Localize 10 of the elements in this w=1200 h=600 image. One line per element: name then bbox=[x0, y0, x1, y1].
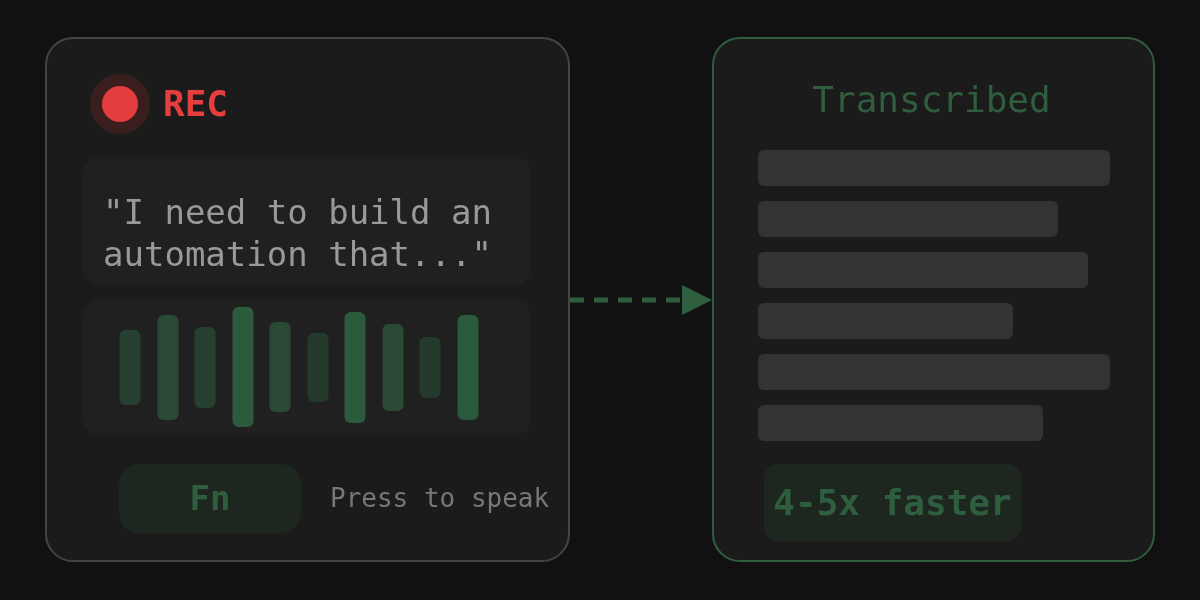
hint-text: Press to speak bbox=[330, 482, 550, 515]
panel-heading: Transcribed bbox=[811, 78, 1052, 122]
quote-card: "I need to build an automation that..." bbox=[83, 157, 531, 285]
recorder-panel bbox=[45, 37, 570, 562]
fn-key: Fn bbox=[119, 464, 301, 533]
arrow bbox=[570, 285, 712, 315]
speed-badge: 4-5x faster bbox=[764, 464, 1021, 541]
recording-status: REC bbox=[163, 78, 253, 130]
waveform-panel bbox=[83, 300, 531, 435]
transcript-panel bbox=[712, 37, 1155, 562]
